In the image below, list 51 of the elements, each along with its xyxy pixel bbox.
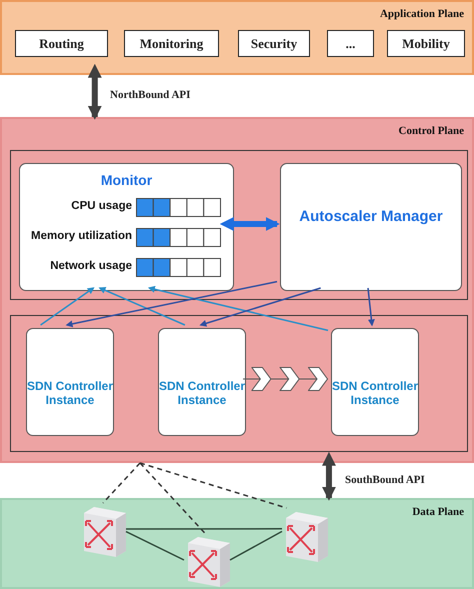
arrow bbox=[148, 286, 328, 332]
controller-box bbox=[158, 328, 246, 436]
monitor-panel bbox=[19, 163, 234, 291]
edge-label: NorthBound API bbox=[110, 89, 190, 101]
manager-box bbox=[280, 163, 462, 291]
dashed-link bbox=[139, 462, 206, 534]
network-switch-drawing bbox=[82, 505, 128, 557]
arrow bbox=[322, 452, 336, 501]
arrow bbox=[40, 287, 95, 326]
network-switch-drawing bbox=[284, 510, 330, 562]
application-box bbox=[327, 30, 374, 57]
application-box bbox=[238, 30, 310, 57]
manager-title: Autoscaler Manager bbox=[298, 208, 444, 226]
arrow bbox=[220, 217, 280, 231]
link-line bbox=[126, 530, 184, 561]
dashed-link bbox=[102, 462, 141, 504]
panel-title: Monitor bbox=[100, 172, 154, 189]
controller-title: SDN Controller Instance bbox=[332, 379, 418, 408]
arrow bbox=[66, 280, 278, 328]
link-line bbox=[126, 528, 282, 530]
controller-box bbox=[331, 328, 419, 436]
edge-label: SouthBound API bbox=[345, 474, 425, 486]
arrow bbox=[199, 287, 321, 327]
controller-title: SDN Controller Instance bbox=[27, 379, 113, 408]
metric-label: Memory utilization bbox=[31, 230, 132, 242]
group-frame bbox=[10, 315, 468, 452]
network-switch-drawing bbox=[186, 535, 232, 589]
application-box bbox=[15, 30, 108, 57]
plane-band bbox=[0, 0, 474, 75]
metric-label: Network usage bbox=[50, 260, 132, 272]
arrow bbox=[88, 64, 102, 120]
plane-title: Application Plane bbox=[380, 8, 464, 20]
link-line bbox=[230, 530, 282, 561]
plane-band bbox=[0, 498, 474, 589]
application-box bbox=[387, 30, 465, 57]
application-label: Security bbox=[250, 36, 298, 52]
controller-box bbox=[26, 328, 114, 436]
plane-band bbox=[0, 117, 474, 463]
application-box bbox=[124, 30, 219, 57]
plane-title: Control Plane bbox=[398, 125, 464, 137]
arrow bbox=[367, 288, 375, 326]
dashed-link bbox=[140, 462, 287, 509]
application-label: ... bbox=[346, 36, 356, 52]
plane-title: Data Plane bbox=[412, 506, 464, 518]
arrow bbox=[98, 287, 186, 326]
application-label: Monitoring bbox=[140, 36, 204, 52]
application-label: Routing bbox=[39, 36, 84, 52]
group-frame bbox=[10, 150, 468, 300]
application-label: Mobility bbox=[402, 36, 450, 52]
metric-label: CPU usage bbox=[71, 200, 132, 212]
controller-title: SDN Controller Instance bbox=[159, 379, 245, 408]
